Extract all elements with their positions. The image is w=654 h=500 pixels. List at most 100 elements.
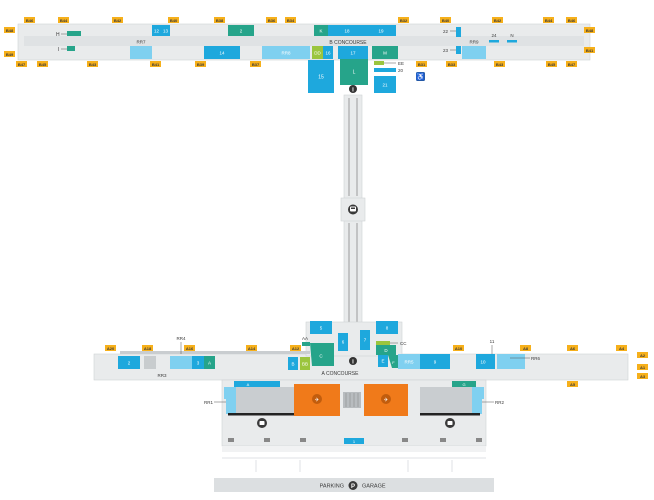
gate-badge[interactable]: B44 [58, 17, 69, 23]
gate-badge[interactable]: B43 [87, 61, 98, 67]
gate-badge[interactable]: B36 [266, 17, 277, 23]
a-concourse-info-icon[interactable]: i [349, 357, 357, 365]
store-8[interactable]: 8 [376, 321, 398, 334]
store-13[interactable]: 13 [161, 25, 170, 36]
store-c[interactable]: C [310, 343, 334, 366]
store-g[interactable]: G [452, 381, 476, 387]
gate-badge[interactable]: B48 [584, 27, 595, 33]
store-23[interactable]: 23 [443, 46, 461, 54]
gate-badge[interactable]: A5 [567, 381, 578, 387]
store-24[interactable]: 24 [489, 33, 499, 43]
gate-badge[interactable]: A4 [616, 345, 627, 351]
gate-badge[interactable]: A10 [453, 345, 464, 351]
store-f[interactable]: F [388, 355, 398, 368]
gate-badge[interactable]: A8 [520, 345, 531, 351]
store-d[interactable]: D [376, 345, 396, 355]
gate-badge[interactable]: A6 [567, 345, 578, 351]
gate-badge[interactable]: B40 [440, 17, 451, 23]
store-bb[interactable]: BB [300, 357, 310, 370]
store-a-bottom[interactable]: A [234, 381, 280, 387]
store-m[interactable]: M [372, 46, 398, 59]
gate-badge[interactable]: B48 [4, 27, 15, 33]
store-a-left[interactable]: A [204, 356, 215, 369]
store-15[interactable]: 15 [308, 60, 334, 93]
gate-badge[interactable]: B42 [492, 17, 503, 23]
store-17[interactable]: 17 [338, 46, 368, 59]
store-n[interactable]: N [507, 33, 517, 43]
store-18[interactable]: 18 [328, 25, 366, 36]
baggage-claim-icon-left[interactable] [257, 418, 267, 428]
gate-badge[interactable]: B46 [24, 17, 35, 23]
security-checkpoint-right[interactable]: ✈ [364, 384, 408, 416]
store-1[interactable]: 1 [344, 438, 364, 444]
store-ee[interactable]: EE [374, 61, 404, 66]
store-16[interactable]: 16 [323, 46, 333, 59]
gate-badge[interactable]: B46 [566, 17, 577, 23]
store-k[interactable]: K [314, 25, 328, 36]
store-6[interactable]: 6 [338, 333, 348, 351]
store-i[interactable]: I [58, 46, 75, 53]
restroom-rr9[interactable]: RR9 [462, 40, 486, 60]
gate-badge[interactable]: A2 [637, 352, 648, 358]
gate-badge[interactable]: B40 [168, 17, 179, 23]
store-9[interactable]: 9 [420, 354, 450, 369]
gate-badge[interactable]: B32 [398, 17, 409, 23]
b-concourse-info-icon[interactable]: i [349, 85, 357, 93]
security-checkpoint-left[interactable]: ✈ [294, 384, 340, 416]
gate-badge[interactable]: B41 [584, 47, 595, 53]
restroom-rr4[interactable]: RR4 [170, 336, 192, 369]
gate-badge[interactable]: B41 [150, 61, 161, 67]
gate-badge[interactable]: B49 [4, 51, 15, 57]
gate-badge[interactable]: B37 [250, 61, 261, 67]
store-l[interactable]: L [340, 59, 368, 85]
restroom-rr8[interactable]: RR8 [262, 46, 310, 59]
store-aa[interactable]: AA [302, 336, 310, 346]
gate-badge[interactable]: A18 [142, 345, 153, 351]
store-11[interactable]: 11 [490, 339, 495, 369]
restroom-rr1[interactable]: RR1 [204, 398, 236, 414]
store-b[interactable]: B [288, 357, 298, 370]
gate-badge[interactable]: A20 [105, 345, 116, 351]
gate-badge[interactable]: A12 [290, 345, 301, 351]
restroom-rr2[interactable]: RR2 [472, 398, 504, 414]
store-7[interactable]: 7 [360, 330, 370, 350]
store-cc[interactable]: CC [376, 341, 407, 346]
train-icon[interactable] [348, 204, 358, 215]
gate-badge[interactable]: B45 [546, 61, 557, 67]
gate-badge[interactable]: B47 [16, 61, 27, 67]
store-dd[interactable]: DD [312, 46, 323, 59]
store-20[interactable]: 20 [374, 68, 404, 73]
store-5[interactable]: 5 [310, 321, 332, 334]
restroom-rr7[interactable]: RR7 [130, 40, 152, 60]
restroom-rr6[interactable]: RR6 [497, 354, 540, 369]
gate-badge[interactable]: B39 [195, 61, 206, 67]
store-12[interactable]: 12 [152, 25, 161, 36]
baggage-claim-icon-right[interactable] [445, 418, 455, 428]
store-2[interactable]: 2 [118, 356, 140, 369]
gate-badge[interactable]: B34 [285, 17, 296, 23]
gate-badge[interactable]: B47 [566, 61, 577, 67]
gate-badge[interactable]: A3 [637, 373, 648, 379]
store-h[interactable]: H [56, 31, 81, 38]
gate-badge[interactable]: B42 [112, 17, 123, 23]
store-14[interactable]: 14 [204, 46, 240, 59]
store-2[interactable]: 2 [228, 25, 254, 36]
parking-garage[interactable]: PARKING P GARAGE [214, 478, 494, 492]
gate-badge[interactable]: A1 [637, 364, 648, 370]
store-3[interactable]: 3 [192, 356, 204, 369]
gate-badge[interactable]: B43 [494, 61, 505, 67]
gate-badge[interactable]: B33 [446, 61, 457, 67]
gate-badge[interactable]: B44 [543, 17, 554, 23]
gate-badge[interactable]: A16 [184, 345, 195, 351]
store-22[interactable]: 22 [443, 27, 461, 37]
store-10[interactable]: 10 [476, 354, 490, 369]
restroom-rr5[interactable]: RR5 [398, 354, 420, 369]
restroom-rr3[interactable]: RR3 [144, 356, 167, 378]
gate-badge[interactable]: B45 [37, 61, 48, 67]
store-21[interactable]: 21 [374, 76, 396, 93]
gate-badge[interactable]: A14 [246, 345, 257, 351]
store-e[interactable]: E [378, 355, 388, 367]
gate-badge[interactable]: B31 [416, 61, 427, 67]
gate-badge[interactable]: B38 [214, 17, 225, 23]
store-19[interactable]: 19 [366, 25, 396, 36]
